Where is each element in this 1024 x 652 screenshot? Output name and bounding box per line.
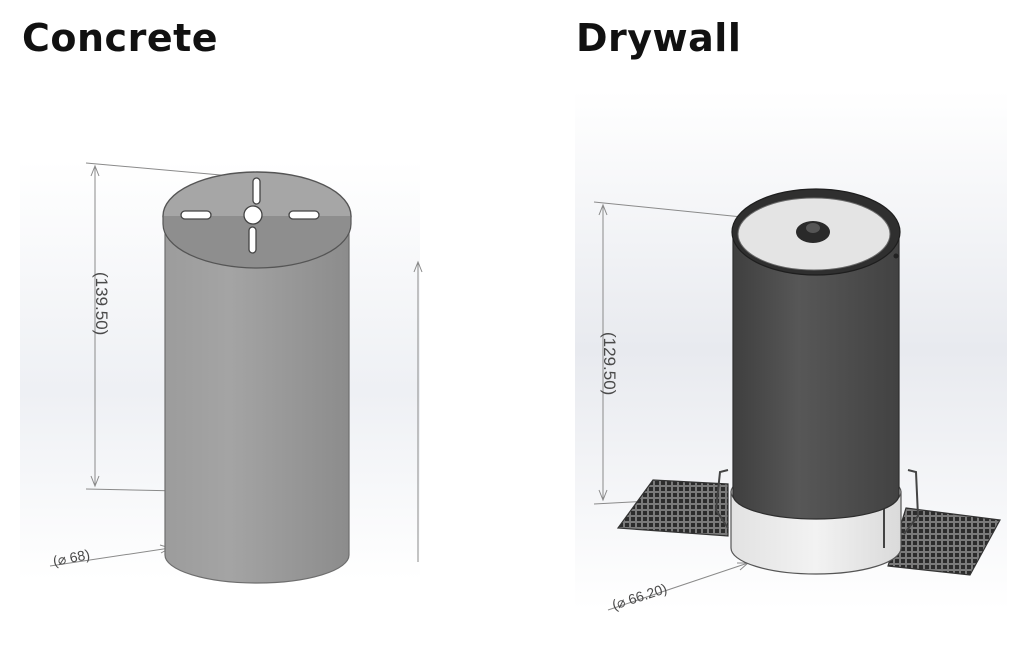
height-dimension-label: (139.50) xyxy=(92,272,111,335)
concrete-center-hole xyxy=(243,205,263,225)
spring-clips xyxy=(714,469,920,548)
side-screw xyxy=(893,253,899,259)
drywall-panel: (129.50) (⌀ 66.20) xyxy=(575,90,1007,613)
concrete-lid-rim xyxy=(162,216,352,269)
height-dimension-label: (129.50) xyxy=(600,332,619,395)
concrete-lid-slots xyxy=(180,177,320,254)
drywall-cylinder-body xyxy=(732,231,900,520)
concrete-cylinder-body xyxy=(164,221,350,584)
left-mesh-wing xyxy=(616,479,729,537)
drywall-knob-highlight xyxy=(806,223,820,233)
diameter-dimension-label: (⌀ 68) xyxy=(52,546,92,569)
drywall-title: Drywall xyxy=(576,16,742,60)
concrete-title: Concrete xyxy=(22,16,219,60)
reference-line xyxy=(413,260,423,562)
height-dimension xyxy=(85,162,244,492)
concrete-panel: (139.50) (⌀ 68) xyxy=(20,160,423,584)
